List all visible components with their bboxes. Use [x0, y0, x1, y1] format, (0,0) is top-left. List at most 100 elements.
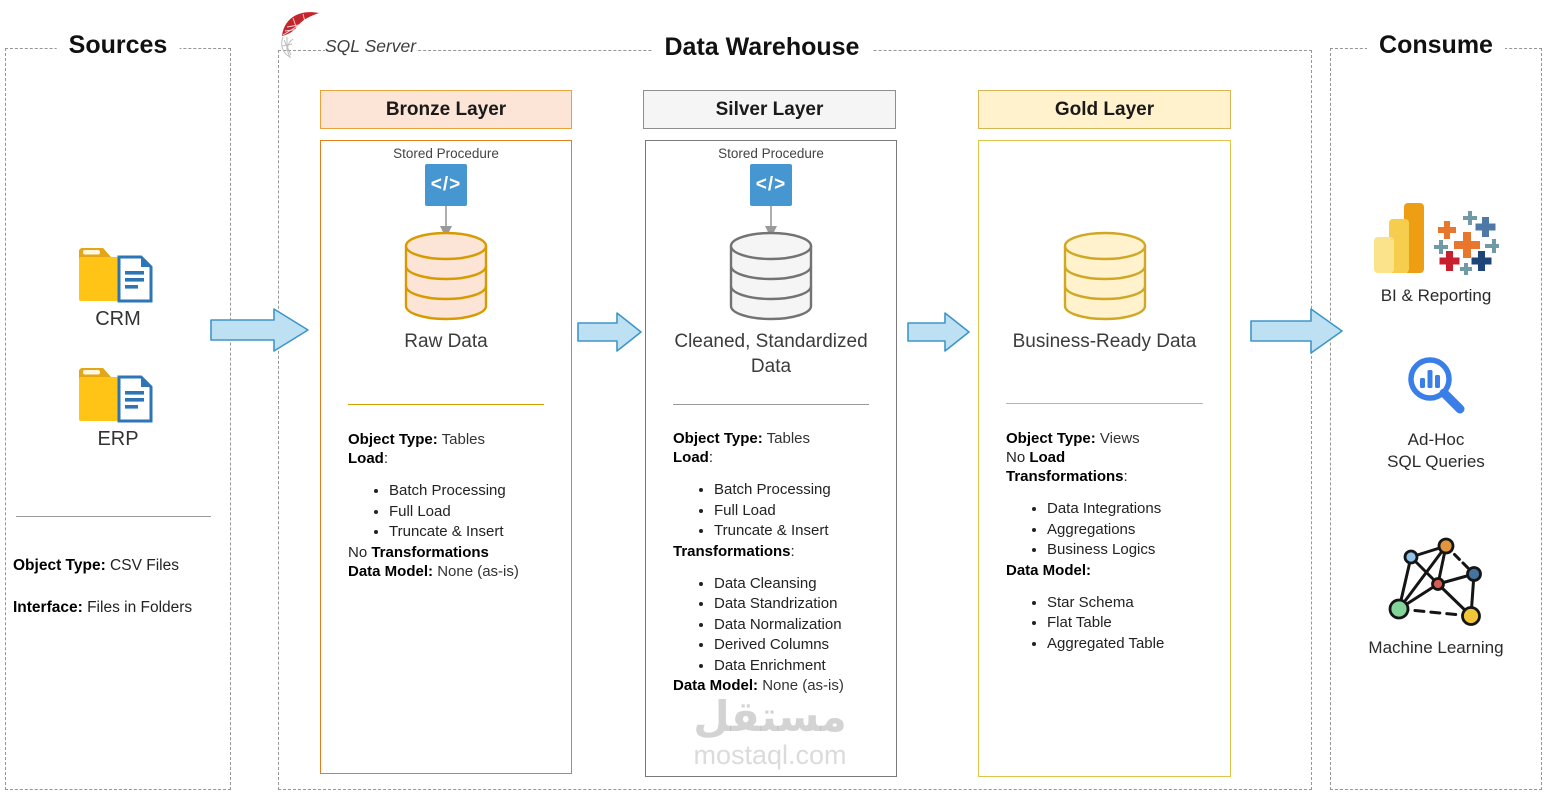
object-type-label: Object Type: — [673, 430, 763, 447]
silver-data-model: Data Model: None (as-is) — [673, 676, 886, 695]
consume-title: Consume — [1367, 31, 1505, 60]
consume-bi-reporting: BI & Reporting — [1331, 201, 1541, 307]
source-erp: ERP — [6, 359, 230, 451]
gold-transformations-list: Data Integrations Aggregations Business … — [1006, 499, 1220, 561]
silver-separator — [673, 404, 869, 405]
sources-interface-value: Files in Folders — [87, 598, 193, 616]
data-warehouse-panel: Data Warehouse — [278, 33, 1312, 790]
list-item: Data Integrations — [1047, 499, 1220, 520]
silver-details: Object Type: Tables Load: Batch Processi… — [673, 429, 886, 695]
list-item: Data Cleansing — [714, 574, 886, 595]
bronze-details: Object Type: Tables Load: Batch Processi… — [348, 430, 561, 581]
stored-procedure-code-icon: </> — [425, 164, 467, 206]
silver-transformations-list: Data Cleansing Data Standrization Data N… — [673, 574, 886, 677]
adhoc-label-line1: Ad-Hoc — [1407, 430, 1465, 449]
bronze-load-list: Batch Processing Full Load Truncate & In… — [348, 481, 561, 543]
transformations-label: Transformations — [673, 542, 791, 560]
list-item: Full Load — [389, 502, 561, 523]
sources-separator — [16, 516, 211, 517]
gold-layer-header: Gold Layer — [978, 90, 1231, 129]
list-item: Truncate & Insert — [714, 521, 886, 542]
gold-data-label: Business-Ready Data — [1012, 331, 1197, 352]
gold-transformations-heading: Transformations: — [1006, 467, 1220, 486]
flow-arrow-bronze-to-silver — [577, 312, 643, 357]
gold-data-model-heading: Data Model: — [1006, 561, 1220, 580]
sql-server-icon — [279, 6, 319, 63]
transformations-prefix: No — [348, 543, 372, 561]
consume-adhoc-sql: Ad-Hoc SQL Queries — [1331, 355, 1541, 473]
ml-network-icon — [1386, 537, 1486, 631]
load-colon: : — [708, 449, 714, 466]
silver-stored-procedure-label: Stored Procedure — [718, 146, 824, 161]
silver-layer-header: Silver Layer — [643, 90, 896, 129]
list-item: Batch Processing — [389, 481, 561, 502]
data-model-label: Data Model: — [1006, 561, 1092, 579]
list-item: Data Enrichment — [714, 656, 886, 677]
data-model-label: Data Model: — [348, 562, 434, 580]
load-label: Load — [1029, 449, 1066, 466]
source-erp-label: ERP — [97, 428, 139, 450]
gold-separator — [1006, 403, 1203, 404]
sources-title: Sources — [56, 31, 180, 60]
consume-machine-learning: Machine Learning — [1331, 537, 1541, 659]
transformations-label: Transformations — [371, 543, 489, 561]
object-type-value: Views — [1099, 430, 1140, 447]
bronze-layer-box: Stored Procedure </> Raw Data Object Typ… — [320, 140, 572, 774]
load-label: Load — [348, 450, 384, 467]
load-prefix: No — [1006, 449, 1030, 466]
bronze-data-label: Raw Data — [404, 331, 488, 352]
bronze-stored-procedure-label: Stored Procedure — [393, 146, 499, 161]
bronze-load-heading: Load: — [348, 449, 561, 468]
list-item: Flat Table — [1047, 613, 1220, 634]
gold-object-type: Object Type: Views — [1006, 429, 1220, 448]
bronze-separator — [348, 404, 544, 405]
list-item: Data Standrization — [714, 594, 886, 615]
object-type-label: Object Type: — [1006, 430, 1096, 447]
tableau-icon — [1433, 209, 1499, 280]
database-cylinder-icon — [404, 231, 488, 326]
load-label: Load — [673, 449, 709, 466]
bronze-object-type: Object Type: Tables — [348, 430, 561, 449]
silver-object-type: Object Type: Tables — [673, 429, 886, 448]
transformations-colon: : — [1123, 468, 1128, 485]
sources-object-type: Object Type: CSV Files — [13, 557, 226, 575]
database-cylinder-icon — [1063, 231, 1147, 326]
flow-arrow-silver-to-gold — [907, 312, 971, 357]
csv-folder-icon — [75, 359, 161, 430]
stored-procedure-code-icon: </> — [750, 164, 792, 206]
gold-layer-box: Business-Ready Data Object Type: Views N… — [978, 140, 1231, 777]
gold-data-model-list: Star Schema Flat Table Aggregated Table — [1006, 593, 1220, 655]
list-item: Full Load — [714, 501, 886, 522]
sources-interface: Interface: Files in Folders — [13, 599, 226, 617]
transformations-label: Transformations — [1006, 468, 1124, 485]
data-model-value: None (as-is) — [437, 562, 519, 580]
list-item: Batch Processing — [714, 480, 886, 501]
gold-load-line: No Load — [1006, 448, 1220, 467]
sql-search-icon — [1404, 357, 1468, 423]
object-type-label: Object Type: — [348, 431, 438, 448]
sources-interface-label: Interface: — [13, 598, 83, 616]
silver-data-label-line2: Data — [750, 356, 792, 377]
machine-learning-label: Machine Learning — [1368, 638, 1504, 657]
silver-data-label: Cleaned, Standardized Data — [646, 329, 896, 379]
object-type-value: Tables — [766, 430, 811, 447]
source-crm: CRM — [6, 239, 230, 331]
consume-panel: Consume — [1330, 31, 1542, 790]
gold-details: Object Type: Views No Load Transformatio… — [1006, 429, 1220, 654]
bronze-data-model: Data Model: None (as-is) — [348, 562, 561, 581]
load-colon: : — [383, 450, 389, 467]
silver-layer-box: Stored Procedure </> Cleaned, Standardiz… — [645, 140, 897, 777]
adhoc-label-line2: SQL Queries — [1387, 452, 1485, 471]
adhoc-sql-label: Ad-Hoc SQL Queries — [1331, 429, 1541, 473]
flow-arrow-sources-to-bronze — [210, 308, 310, 357]
silver-load-list: Batch Processing Full Load Truncate & In… — [673, 480, 886, 542]
list-item: Derived Columns — [714, 635, 886, 656]
transformations-colon: : — [790, 542, 795, 560]
data-warehouse-title: Data Warehouse — [652, 33, 872, 62]
list-item: Data Normalization — [714, 615, 886, 636]
sources-object-type-value: CSV Files — [110, 556, 179, 574]
data-model-label: Data Model: — [673, 677, 759, 694]
silver-load-heading: Load: — [673, 448, 886, 467]
list-item: Aggregations — [1047, 520, 1220, 541]
